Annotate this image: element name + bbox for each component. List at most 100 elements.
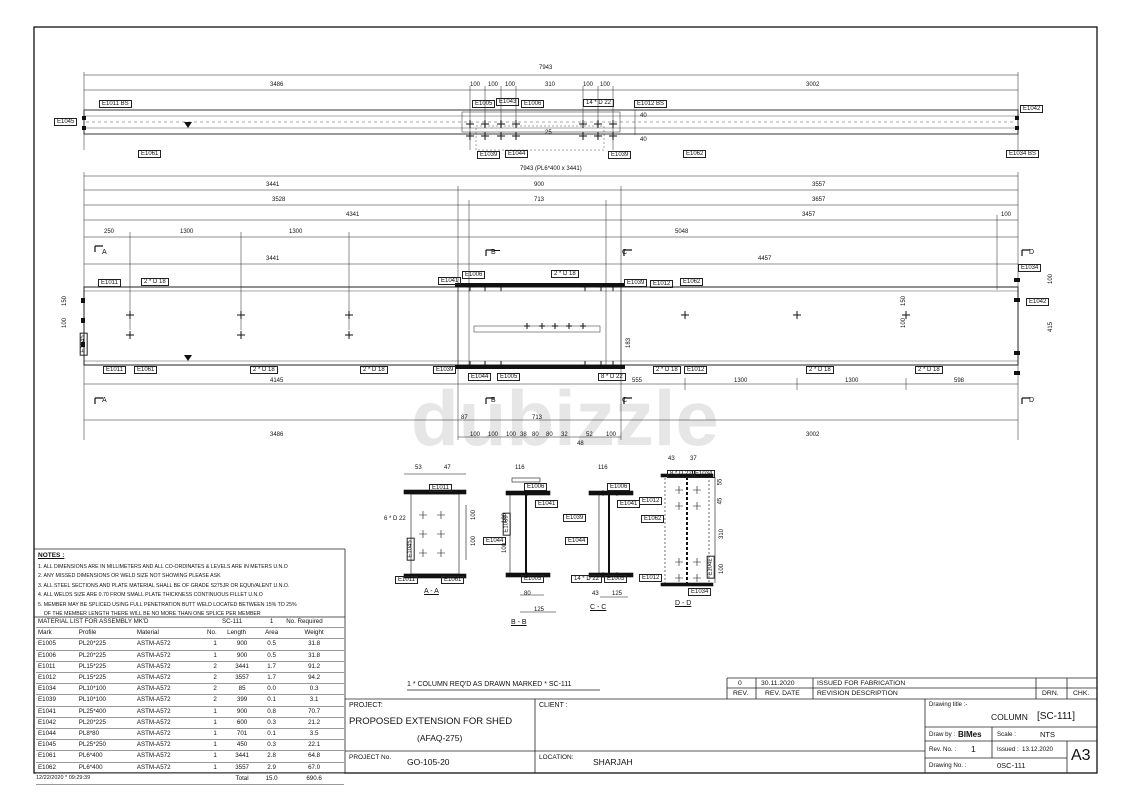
dim: 38	[520, 432, 527, 438]
mark-label: 2 * D 18	[915, 366, 943, 374]
project-no: GO-105-20	[407, 757, 450, 767]
dim: 310	[545, 82, 556, 88]
mark-label: E1062	[641, 515, 665, 523]
title-frame	[345, 677, 1097, 773]
issued-label: Issued :	[997, 746, 1019, 753]
dim: 3002	[806, 432, 820, 438]
draw-by: BIMes	[958, 730, 982, 739]
dim: 48	[577, 441, 584, 447]
material-cell: 2	[205, 694, 226, 707]
mark-label: E1044	[505, 150, 529, 158]
mark-label: 6 * D 22	[384, 516, 406, 522]
material-cell: 94.2	[284, 672, 344, 685]
mark-label: E1034	[692, 470, 716, 478]
total-label: Total	[225, 773, 259, 786]
dim: 100	[471, 509, 478, 521]
mark-label: E1039	[433, 366, 457, 374]
dim: 598	[954, 378, 965, 384]
mark-label: E1039	[608, 151, 632, 159]
mark-label: E1012	[639, 497, 663, 505]
mark-label: E1011	[395, 576, 418, 584]
dim: 713	[532, 415, 543, 421]
section-mark-d: D	[1029, 249, 1035, 256]
material-cell: 3441	[225, 661, 259, 674]
mark-label: E1011	[103, 366, 126, 374]
mark-label: E1012	[684, 366, 708, 374]
total-weight: 690.6	[284, 773, 344, 786]
dim: 4457	[758, 256, 772, 262]
material-cell: ASTM-A572	[134, 717, 206, 730]
drawing-no-label: Drawing No. :	[929, 762, 967, 769]
material-cell: 2	[205, 683, 226, 696]
material-cell: ASTM-A572	[134, 739, 206, 752]
mark-label: E1012	[650, 280, 674, 288]
dim-overall: 7943 (PL6*400 x 3441)	[520, 166, 582, 172]
material-cell: 0.3	[259, 739, 285, 752]
mark-label: E1006	[521, 100, 545, 108]
top-elevation-marks	[82, 116, 1019, 130]
material-cell: PL10*100	[76, 694, 135, 707]
section-title-b-b: B - B	[511, 619, 527, 626]
mark-label: 14 * D 22	[571, 575, 603, 583]
mark-label: 14 * D 22	[583, 99, 615, 107]
material-cell: ASTM-A572	[134, 706, 206, 718]
mark-label: E1044	[483, 537, 507, 545]
section-mark-a: A	[102, 249, 107, 256]
mark-label: 2 * D 18	[806, 366, 834, 374]
material-cell: 701	[225, 728, 259, 741]
dim: 3657	[812, 197, 826, 203]
material-cell: PL10*100	[76, 683, 135, 696]
material-cell: PL15*225	[76, 661, 135, 674]
dim: 415	[1048, 321, 1055, 333]
section-mark-b: B	[491, 397, 496, 404]
dim: 100	[471, 535, 478, 547]
dim: 3528	[272, 197, 286, 203]
material-cell: PL20*225	[76, 717, 135, 730]
mark-label: 8 * D 22	[667, 470, 695, 478]
material-cell: 900	[225, 650, 259, 662]
material-cell: PL20*225	[76, 650, 135, 662]
mark-label: E1041	[535, 500, 559, 508]
dim: 100	[606, 432, 617, 438]
total-area: 15.0	[259, 773, 285, 786]
material-cell: 900	[225, 638, 259, 651]
notes: NOTES : 1. ALL DIMENSIONS ARE IN MILLIME…	[38, 551, 343, 620]
material-cell: 64.8	[284, 750, 344, 763]
dim: 100	[488, 432, 499, 438]
material-cell: 91.2	[284, 661, 344, 674]
material-cell: E1062	[36, 762, 77, 774]
material-cell: 1	[205, 650, 226, 662]
material-cell: 0.3	[259, 717, 285, 730]
dim: 32	[561, 432, 568, 438]
notes-title: NOTES :	[38, 552, 65, 559]
material-cell: 0.1	[259, 694, 285, 707]
section-mark-d: D	[1029, 397, 1035, 404]
material-cell: 1	[205, 762, 226, 774]
mark-label: E1005	[472, 100, 496, 108]
mark-label: E1005	[497, 373, 521, 381]
dim: 100	[502, 512, 509, 524]
mark-label: E1045	[406, 537, 415, 561]
dim: 183	[626, 337, 633, 349]
mark-label: E1042	[1026, 298, 1050, 306]
revision-header: CHK.	[1073, 690, 1090, 697]
material-cell: 2	[205, 661, 226, 674]
dim: 43	[668, 456, 675, 462]
mark-label: E1012	[639, 574, 663, 582]
mark-label: 2 * D 18	[141, 278, 169, 286]
material-cell: 1	[205, 706, 226, 718]
column-header: Mark	[36, 627, 77, 640]
mark-label: E1061	[134, 366, 158, 374]
material-cell: 3441	[225, 750, 259, 763]
dim: 713	[534, 197, 545, 203]
mark-label: E1044	[565, 537, 589, 545]
column-header: No.	[205, 627, 226, 640]
dim: 3486	[270, 432, 284, 438]
material-cell: 1.7	[259, 672, 285, 685]
